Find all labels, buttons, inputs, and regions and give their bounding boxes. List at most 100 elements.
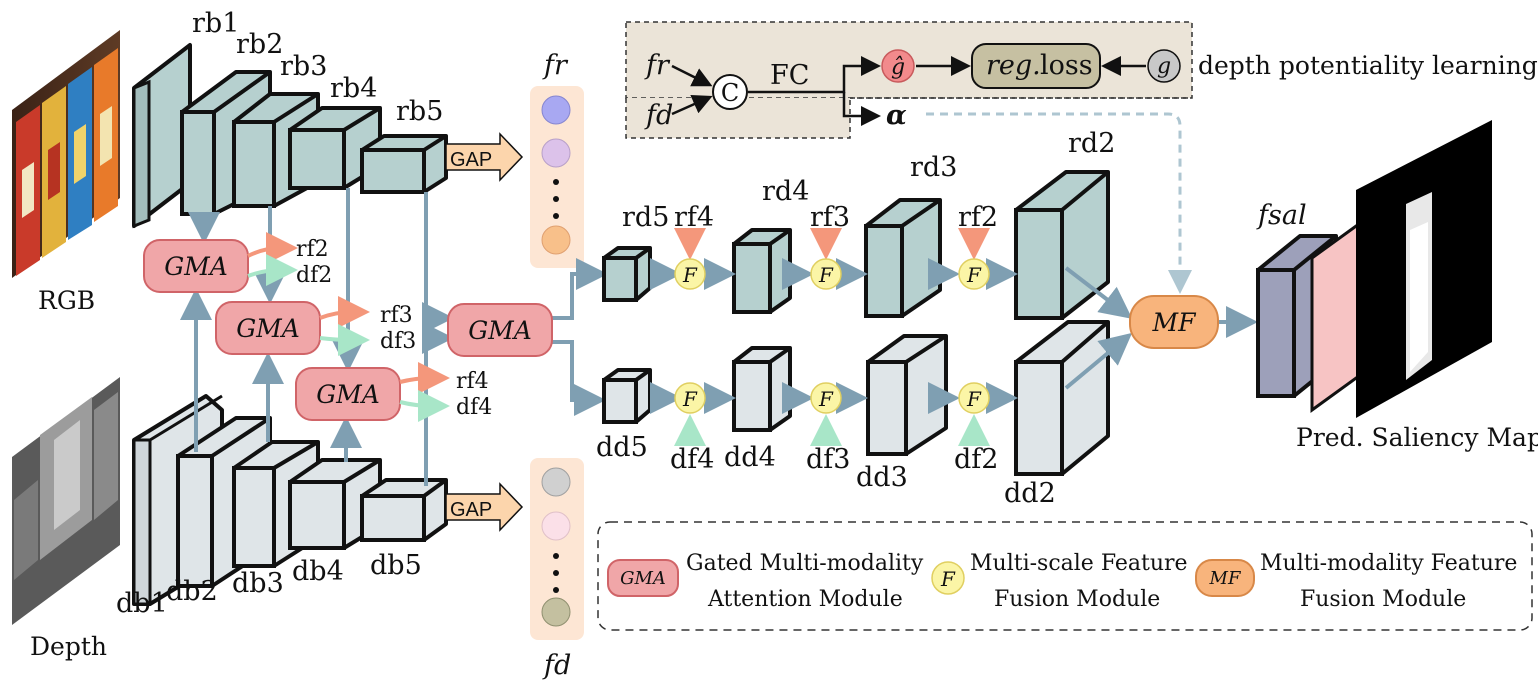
f-node-top-1-label: F [682, 263, 698, 287]
f-node-bottom-3-label: F [966, 387, 982, 411]
concat-node [712, 74, 748, 110]
f-node-bottom-1-label: F [682, 387, 698, 411]
legend: GMA Gated Multi-modality Attention Modul… [597, 521, 1533, 631]
g-node [1147, 49, 1181, 83]
gma-2-label: GMA [236, 314, 300, 343]
depth-potentiality-box [625, 21, 1193, 139]
f-node-top-3 [958, 258, 990, 290]
gma1-df: df2 [296, 263, 332, 288]
db1-label: db1 [116, 588, 168, 619]
gma-module-1: GMA [143, 239, 249, 293]
rb3-label: rb3 [280, 51, 327, 82]
rgb-block-5 [360, 134, 448, 194]
f-node-top-2-label: F [818, 263, 834, 287]
reg-loss-italic: reg. [986, 50, 1041, 81]
rb2-label: rb2 [236, 29, 283, 60]
dp-arrows [671, 56, 1146, 126]
rb1-label: rb1 [192, 8, 239, 39]
legend-gma-line2: Attention Module [707, 587, 903, 612]
rgb-decoder [602, 170, 1110, 320]
gma-module-4: GMA [447, 303, 553, 357]
gap-bottom-label: GAP [450, 499, 492, 521]
rd4-block [732, 228, 792, 314]
dd3-block [866, 334, 948, 456]
gma-1-label: GMA [164, 252, 228, 281]
fd-label: fd [542, 650, 571, 681]
f3-top-input: rf2 [958, 202, 998, 233]
db4-label: db4 [292, 556, 344, 587]
legend-f-line1: Multi-scale Feature [970, 551, 1188, 576]
gap-top: GAP [445, 132, 524, 182]
legend-mf-swatch-label: MF [1209, 568, 1242, 589]
rb5-label: rb5 [396, 96, 443, 127]
depth-input-image [12, 377, 120, 625]
legend-gma-swatch [607, 559, 679, 597]
depth-feature-vector [530, 458, 584, 640]
depth-decoder [602, 320, 1110, 476]
concat-label: C [721, 79, 739, 107]
legend-f-swatch-label: F [940, 567, 956, 591]
gma3-df: df4 [456, 395, 492, 420]
gma-module-2: GMA [215, 301, 321, 355]
gap-bottom: GAP [445, 482, 524, 532]
mf-module: MF [1129, 295, 1219, 349]
rd5-label: rd5 [622, 202, 669, 233]
dd2-label: dd2 [1004, 478, 1056, 509]
gma-output-arrows [247, 232, 450, 422]
g-hat-node [881, 49, 915, 83]
gma-module-3: GMA [295, 367, 401, 421]
legend-gma-line1: Gated Multi-modality [686, 551, 924, 576]
fc-label: FC [770, 60, 809, 91]
f-node-top-3-label: F [966, 263, 982, 287]
f3-bottom-input: df2 [954, 444, 998, 475]
rgb-feature-vector [530, 86, 584, 268]
decoder-arrows [650, 258, 1258, 414]
gma-4-label: GMA [468, 316, 532, 345]
rd3-block [864, 198, 942, 318]
dd4-label: dd4 [724, 442, 776, 473]
f1-bottom-input: df4 [670, 444, 714, 475]
depth-block-5 [360, 478, 448, 542]
g-hat-label: ĝ [891, 55, 905, 80]
db5-label: db5 [370, 550, 422, 581]
depth-encoder [132, 394, 448, 606]
dp-fr: fr [644, 50, 671, 81]
mf-label: MF [1152, 308, 1198, 337]
legend-f-line2: Fusion Module [994, 587, 1160, 612]
dd4-block [732, 346, 792, 432]
rf-inputs [674, 228, 990, 260]
dp-fd: fd [644, 100, 673, 131]
f-node-bottom-1 [674, 382, 706, 414]
f-node-top-1 [674, 258, 706, 290]
f1-top-input: rf4 [674, 202, 714, 233]
rd5-block [602, 246, 652, 302]
gma3-rf: rf4 [456, 369, 489, 394]
db2-label: db2 [166, 576, 218, 607]
rgb-input-image [12, 30, 120, 278]
legend-mf-line1: Multi-modality Feature [1260, 551, 1517, 576]
reg-loss-text: loss [1040, 50, 1093, 81]
dd3-label: dd3 [856, 462, 908, 493]
gma-3-label: GMA [316, 380, 380, 409]
fusion-nodes [674, 258, 990, 414]
gma2-df: df3 [380, 329, 416, 354]
f-node-bottom-3 [958, 382, 990, 414]
saliency-map-label: Pred. Saliency Map [1296, 423, 1538, 452]
f2-bottom-input: df3 [806, 444, 850, 475]
rgb-block-1 [132, 43, 192, 229]
legend-f-swatch [931, 561, 965, 595]
legend-mf-swatch [1195, 559, 1255, 597]
fr-label: fr [542, 50, 569, 81]
alpha-label: α [886, 100, 907, 131]
reg-loss-box [971, 43, 1101, 89]
df-inputs [674, 414, 990, 446]
depth-label: Depth [30, 632, 107, 661]
alpha-link [926, 112, 1192, 294]
f-node-bottom-2-label: F [818, 387, 834, 411]
f-node-top-2 [810, 258, 842, 290]
rd2-block [1014, 170, 1110, 320]
db3-label: db3 [232, 568, 284, 599]
f-node-bottom-2 [810, 382, 842, 414]
rd3-label: rd3 [910, 152, 957, 183]
